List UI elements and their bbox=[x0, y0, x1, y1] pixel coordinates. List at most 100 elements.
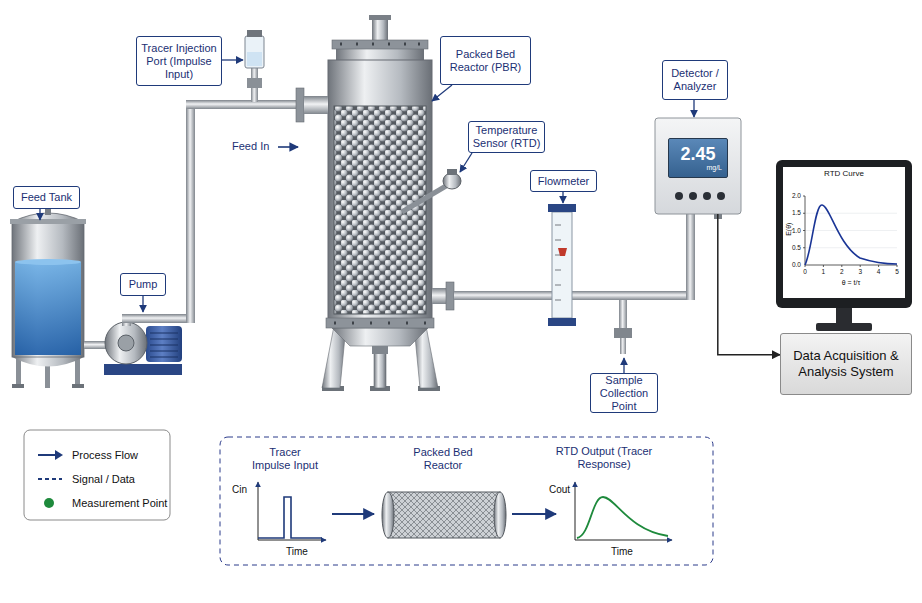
inlet-collar bbox=[304, 96, 328, 114]
leader-arrow bbox=[623, 358, 624, 373]
tracer-vial bbox=[245, 36, 264, 68]
response-curve bbox=[577, 497, 668, 538]
leader-arrow bbox=[39, 209, 40, 220]
axis-label: θ = t/τ bbox=[821, 279, 881, 287]
stage-label: RTD Output (Tracer Response) bbox=[554, 445, 654, 471]
legend-sample bbox=[36, 472, 64, 486]
callout-text: Temperature Sensor (RTD) bbox=[472, 124, 541, 150]
pump-hub bbox=[118, 335, 134, 351]
axis-label: Time bbox=[602, 546, 642, 558]
reading-value: 2.45 bbox=[669, 144, 727, 164]
vial-cap bbox=[247, 30, 262, 37]
chart-axes bbox=[805, 196, 897, 265]
reading-unit: mg/L bbox=[669, 164, 727, 172]
legend-frame bbox=[24, 430, 170, 520]
callout-box: Feed Tank bbox=[13, 186, 80, 209]
flange-bolts bbox=[334, 44, 426, 323]
rtd-curve bbox=[805, 205, 897, 265]
tank-liquid bbox=[15, 262, 81, 355]
pump-motor bbox=[146, 326, 182, 362]
detector-button bbox=[717, 192, 725, 200]
signal-line bbox=[718, 214, 780, 355]
detector-enclosure bbox=[655, 118, 741, 214]
mini-reactor-end bbox=[382, 492, 394, 538]
tank-rim bbox=[10, 219, 86, 224]
flowmeter-cap bbox=[548, 204, 576, 212]
axis-label: E(θ) bbox=[785, 214, 793, 244]
cable-gland bbox=[714, 214, 722, 219]
leader-arrow bbox=[222, 59, 243, 60]
tick-label: 2.0 bbox=[784, 192, 801, 200]
flow-label: Feed In bbox=[232, 140, 269, 153]
legend-arrowhead bbox=[55, 450, 63, 460]
pump-base bbox=[104, 364, 182, 375]
axis-label: Time bbox=[277, 546, 317, 558]
tick-label: 0.5 bbox=[784, 244, 801, 252]
detector-unit: 2.45mg/L bbox=[655, 118, 741, 214]
callout-box: Pump bbox=[120, 273, 166, 296]
flowmeter-cap bbox=[548, 318, 576, 326]
callout-text: Pump bbox=[124, 278, 162, 291]
packing-bed bbox=[334, 106, 426, 314]
box-text: Data Acquisition & Analysis System bbox=[789, 348, 903, 380]
mini-reactor bbox=[388, 492, 500, 538]
mini-reactor-end bbox=[494, 492, 506, 538]
tracer-liquid bbox=[247, 52, 262, 66]
callout-box: Sample Collection Point bbox=[590, 373, 658, 413]
bottom-flange bbox=[326, 318, 434, 328]
leader-arrow bbox=[432, 85, 452, 101]
callout-box: Tracer Injection Port (Impulse Input) bbox=[136, 36, 222, 86]
tank-body bbox=[12, 222, 84, 357]
callout-text: Feed Tank bbox=[17, 191, 76, 204]
flowmeter-tube bbox=[552, 212, 572, 318]
concept-panel bbox=[220, 437, 713, 565]
tick-label: 5 bbox=[891, 268, 903, 276]
legend-line bbox=[38, 478, 62, 480]
axis-line bbox=[575, 540, 672, 541]
sample-nozzle bbox=[620, 338, 626, 354]
legend-line bbox=[38, 454, 56, 456]
top-flange bbox=[332, 40, 428, 49]
legend-entry: Process Flow bbox=[34, 448, 164, 462]
flow-arrow bbox=[278, 146, 298, 148]
motor-fins bbox=[150, 333, 178, 357]
tank-foot bbox=[72, 384, 84, 388]
leader-arrow bbox=[142, 296, 143, 312]
detector-button bbox=[703, 192, 711, 200]
callout-text: Sample Collection Point bbox=[594, 374, 654, 413]
leader-arrow bbox=[693, 100, 694, 117]
sensor-head bbox=[443, 173, 461, 189]
legend-entry: Measurement Point bbox=[34, 496, 164, 510]
pipe bbox=[454, 291, 695, 300]
tick-label: 2 bbox=[836, 268, 848, 276]
tick-label: 4 bbox=[873, 268, 885, 276]
tick-label: 1.5 bbox=[784, 209, 801, 217]
flow-arrow bbox=[512, 513, 556, 515]
pipe bbox=[186, 100, 298, 109]
injection-valve bbox=[247, 78, 262, 88]
leader-arrow bbox=[562, 192, 563, 203]
inlet-flange bbox=[296, 88, 304, 122]
tank-bottom bbox=[12, 357, 84, 367]
callout-text: Packed Bed Reactor (PBR) bbox=[444, 48, 527, 74]
reactor-nozzle bbox=[372, 18, 388, 42]
callout-box: Temperature Sensor (RTD) bbox=[468, 121, 545, 153]
detector-button bbox=[689, 192, 697, 200]
callout-box: Detector / Analyzer bbox=[662, 60, 728, 100]
flowmeter-float bbox=[558, 248, 567, 256]
reactor-drain bbox=[372, 346, 388, 354]
callout-box: Flowmeter bbox=[530, 170, 597, 192]
impulse-signal bbox=[258, 497, 322, 538]
monitor-bezel bbox=[776, 160, 912, 308]
monitor-base bbox=[816, 323, 872, 331]
sensor-cap bbox=[447, 169, 457, 175]
leader-arrow bbox=[460, 153, 472, 172]
tick-label: 1.0 bbox=[784, 227, 801, 235]
outlet-flange bbox=[446, 282, 454, 310]
tank-foot bbox=[12, 384, 24, 388]
pipe bbox=[686, 214, 695, 300]
monitor-stand bbox=[836, 308, 852, 325]
